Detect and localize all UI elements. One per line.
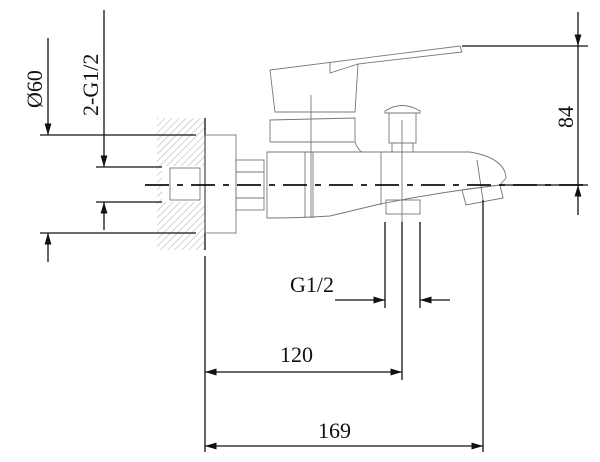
outlet-thread-label: G1/2 — [290, 272, 334, 297]
spout-distance-label: 169 — [318, 418, 351, 443]
diverter-distance-label: 120 — [280, 342, 313, 367]
diameter-label: Ø60 — [22, 70, 47, 108]
diverter-distance-dimension: 120 — [205, 342, 402, 376]
diameter-dimension: Ø60 — [22, 38, 196, 262]
wall-section — [157, 118, 206, 250]
height-label: 84 — [553, 106, 578, 128]
outlet-thread-dimension: G1/2 — [290, 222, 450, 380]
height-dimension: 84 — [462, 12, 588, 215]
faucet-body — [204, 45, 507, 234]
inlet-thread-dimension: 2-G1/2 — [78, 10, 162, 230]
inlet-thread-label: 2-G1/2 — [78, 54, 103, 116]
spout-distance-dimension: 169 — [205, 418, 483, 450]
